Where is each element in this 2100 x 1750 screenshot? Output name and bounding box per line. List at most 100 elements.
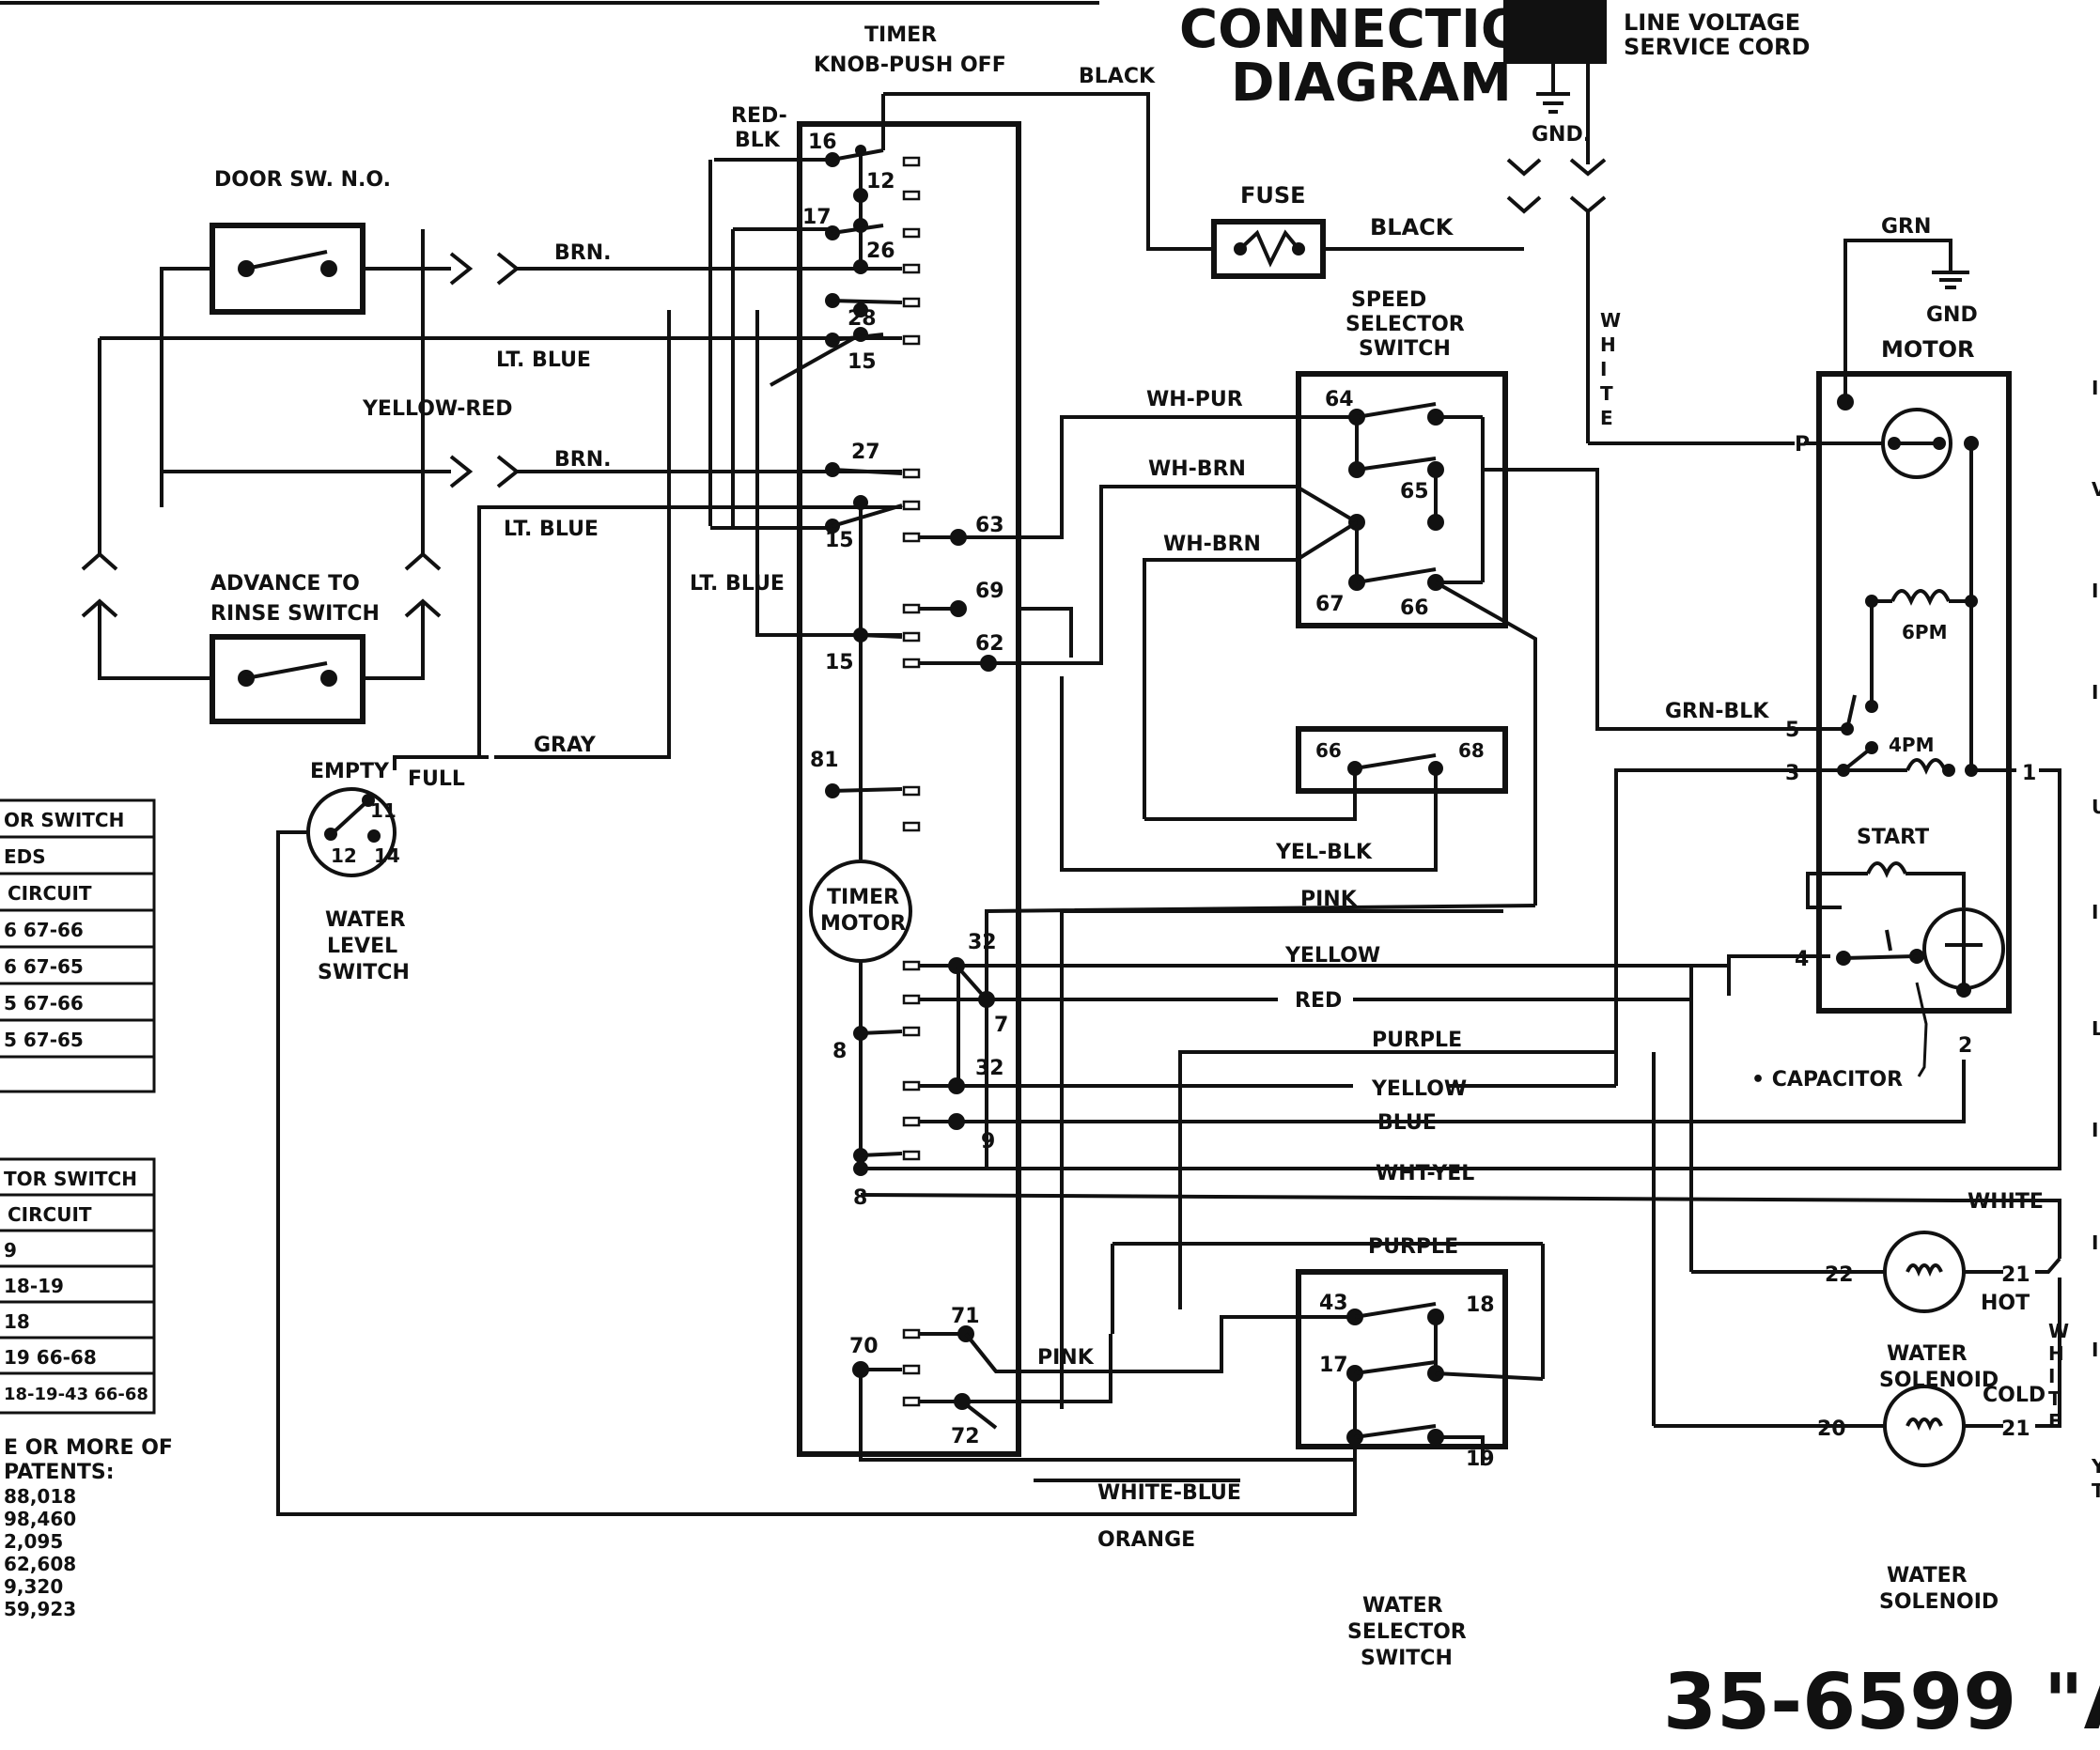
table-cell: 18 xyxy=(4,1310,30,1333)
rinse-switch-block xyxy=(210,634,366,724)
water-level-label2: LEVEL xyxy=(327,935,397,958)
svg-text:U: U xyxy=(2092,796,2100,818)
timer-terminal: 32 xyxy=(968,931,997,954)
wire-label-red: RED xyxy=(1295,989,1342,1013)
table-cell: EDS xyxy=(4,845,46,868)
timer-terminal: 72 xyxy=(951,1425,980,1448)
water-level-terminal: 12 xyxy=(331,844,357,867)
table-cell: 19 66-68 xyxy=(4,1346,97,1369)
timer-terminal: 27 xyxy=(851,441,880,464)
wire-label-yellow-2: YELLOW xyxy=(1371,1077,1467,1101)
svg-text:98,460: 98,460 xyxy=(4,1508,76,1530)
table-cell: CIRCUIT xyxy=(8,1203,92,1226)
motor-terminal: 1 xyxy=(2022,762,2036,785)
svg-text:9,320: 9,320 xyxy=(4,1575,63,1598)
power-plug-icon xyxy=(1503,0,1607,64)
water-level-full: FULL xyxy=(408,767,465,791)
connector-icon xyxy=(81,598,118,618)
gnd-label: GND. xyxy=(1532,123,1591,147)
connector-icon xyxy=(1506,158,1542,177)
wire-lt-blue-2 xyxy=(477,505,902,742)
wire-label-red-blk: RED- xyxy=(731,104,787,128)
connector-icon xyxy=(404,598,442,618)
capacitor-label: • CAPACITOR xyxy=(1751,1068,1903,1092)
wire-label-purple-2: PURPLE xyxy=(1368,1235,1458,1259)
wire-wh-brn-1 xyxy=(988,485,1359,665)
svg-text:62,608: 62,608 xyxy=(4,1553,76,1575)
svg-text:T: T xyxy=(2048,1387,2061,1410)
wire-label-black-fuse: BLACK xyxy=(1370,214,1454,240)
timer-terminal: 62 xyxy=(975,632,1004,656)
svg-text:W: W xyxy=(2048,1320,2069,1342)
svg-text:E: E xyxy=(1600,407,1613,429)
timer-terminal: 7 xyxy=(994,1014,1008,1037)
motor-6pm-label: 6PM xyxy=(1902,621,1947,643)
table-cell: TOR SWITCH xyxy=(4,1168,137,1190)
water-level-terminal: 14 xyxy=(374,844,400,867)
svg-text:H: H xyxy=(2048,1342,2064,1365)
wire-label-pink: PINK xyxy=(1300,888,1358,911)
water-selector-terminal: 18 xyxy=(1466,1293,1495,1317)
svg-text:59,923: 59,923 xyxy=(4,1598,76,1620)
timer-terminal: 63 xyxy=(975,514,1004,537)
cold-solenoid-terminal: 20 xyxy=(1817,1417,1846,1441)
speed-terminal: 67 xyxy=(1315,593,1345,616)
connector-icon xyxy=(1569,158,1607,177)
wire-orange xyxy=(276,830,1357,1516)
wire-wh-brn-2 xyxy=(1143,520,1359,819)
wire-white-h xyxy=(860,1193,2061,1259)
water-selector-label2: SELECTOR xyxy=(1347,1620,1467,1644)
connector-icon xyxy=(449,252,474,286)
wire-label-grn-blk: GRN-BLK xyxy=(1665,700,1769,723)
wire-label-wh-brn-1: WH-BRN xyxy=(1148,457,1246,481)
water-level-terminal: 11 xyxy=(370,799,397,822)
door-switch-label: DOOR SW. N.O. xyxy=(214,168,391,192)
wire-label-brn-1: BRN. xyxy=(554,241,611,265)
wire-label-gray: GRAY xyxy=(534,734,597,757)
connector-icon xyxy=(496,455,521,488)
title-line2: DIAGRAM xyxy=(1231,53,1512,114)
svg-text:E OR MORE OF: E OR MORE OF xyxy=(4,1436,173,1460)
timer-contacts xyxy=(825,145,997,1410)
water-selector-terminal: 43 xyxy=(1319,1292,1348,1315)
aux-terminal: 66 xyxy=(1315,739,1342,762)
power-cord-label2: SERVICE CORD xyxy=(1624,34,1810,60)
water-level-empty: EMPTY xyxy=(310,760,390,783)
speed-terminal: 64 xyxy=(1325,388,1354,411)
wire-label-wh-brn-2: WH-BRN xyxy=(1163,533,1261,556)
water-level-label3: SWITCH xyxy=(318,961,410,984)
motor-terminal: 2 xyxy=(1958,1034,1972,1058)
connector-icon xyxy=(1506,195,1542,214)
table-cell: 6 67-66 xyxy=(4,919,84,941)
cold-solenoid-icon xyxy=(1883,1385,1966,1467)
timer-terminal: 32 xyxy=(975,1057,1004,1080)
wire-label-purple-1: PURPLE xyxy=(1372,1029,1462,1052)
table-cell: CIRCUIT xyxy=(8,882,92,905)
wire-label-lt-blue-3: LT. BLUE xyxy=(690,572,785,596)
timer-terminal: 17 xyxy=(802,206,832,229)
timer-terminal: 26 xyxy=(866,240,895,263)
fuse-label: FUSE xyxy=(1240,182,1306,209)
table-cell: 5 67-65 xyxy=(4,1029,84,1051)
cold-solenoid-terminal: 21 xyxy=(2001,1417,2030,1441)
fuse-icon xyxy=(1238,229,1300,268)
timer-terminal: 12 xyxy=(866,170,895,194)
wire-label-blue: BLUE xyxy=(1377,1111,1437,1135)
wire-white-blue xyxy=(859,1370,1357,1462)
motor-label: MOTOR xyxy=(1881,336,1975,363)
wire-wht-yel xyxy=(1137,768,2061,1170)
wire-label-white-vertical: W H I T E xyxy=(1600,309,1621,429)
water-selector-label: WATER xyxy=(1362,1594,1443,1618)
svg-text:Y: Y xyxy=(2091,1455,2100,1478)
timer-terminal: 70 xyxy=(849,1335,879,1358)
svg-text:I: I xyxy=(2048,1365,2055,1387)
water-selector-terminal: 19 xyxy=(1466,1448,1495,1471)
speed-selector-label: SPEED xyxy=(1351,288,1426,312)
hot-solenoid-icon xyxy=(1883,1231,1966,1313)
timer-terminal: 15 xyxy=(825,651,854,674)
hot-solenoid-terminal: 22 xyxy=(1825,1263,1854,1287)
wire-label-lt-blue-2: LT. BLUE xyxy=(504,518,599,541)
svg-text:E: E xyxy=(2048,1410,2061,1433)
speed-selector-label2: SELECTOR xyxy=(1346,313,1465,336)
